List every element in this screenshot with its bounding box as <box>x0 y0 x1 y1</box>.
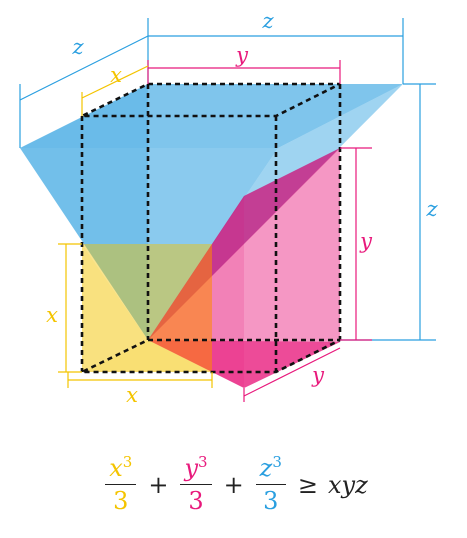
plus-sign-2: + <box>223 471 244 499</box>
inequality-formula: x3 3 + y3 3 + z3 3 ≥ xyz <box>0 440 467 530</box>
z-label-left: z <box>71 35 84 59</box>
term-y-var: y <box>184 454 199 483</box>
y-label-bottom: y <box>311 363 325 387</box>
rhs-xyz: xyz <box>327 471 368 499</box>
y-label-right: y <box>359 229 373 253</box>
term-z-var: z <box>259 454 273 483</box>
y-label-top: y <box>235 43 249 67</box>
term-x-den: 3 <box>113 486 129 515</box>
term-y-exp: 3 <box>198 453 208 472</box>
y-dimension-lines <box>147 60 372 402</box>
term-z-exp: 3 <box>272 453 282 472</box>
fraction-x-cubed: x3 3 <box>105 453 137 515</box>
yellow-pyramid <box>82 244 212 372</box>
x-dimension-lines <box>58 65 213 388</box>
term-z-den: 3 <box>263 486 279 515</box>
z-label-top: z <box>261 9 274 33</box>
fraction-z-cubed: z3 3 <box>255 453 286 515</box>
term-x-exp: 3 <box>122 453 133 472</box>
plus-sign-1: + <box>148 471 169 499</box>
fraction-y-cubed: y3 3 <box>180 453 212 515</box>
x-label-left: x <box>46 303 58 327</box>
x-label-top: x <box>110 63 122 87</box>
term-y-den: 3 <box>188 486 204 515</box>
geq-sign: ≥ <box>297 471 318 499</box>
term-x-var: x <box>109 454 123 483</box>
z-label-right: z <box>425 197 438 221</box>
x-label-bottom: x <box>126 383 138 407</box>
